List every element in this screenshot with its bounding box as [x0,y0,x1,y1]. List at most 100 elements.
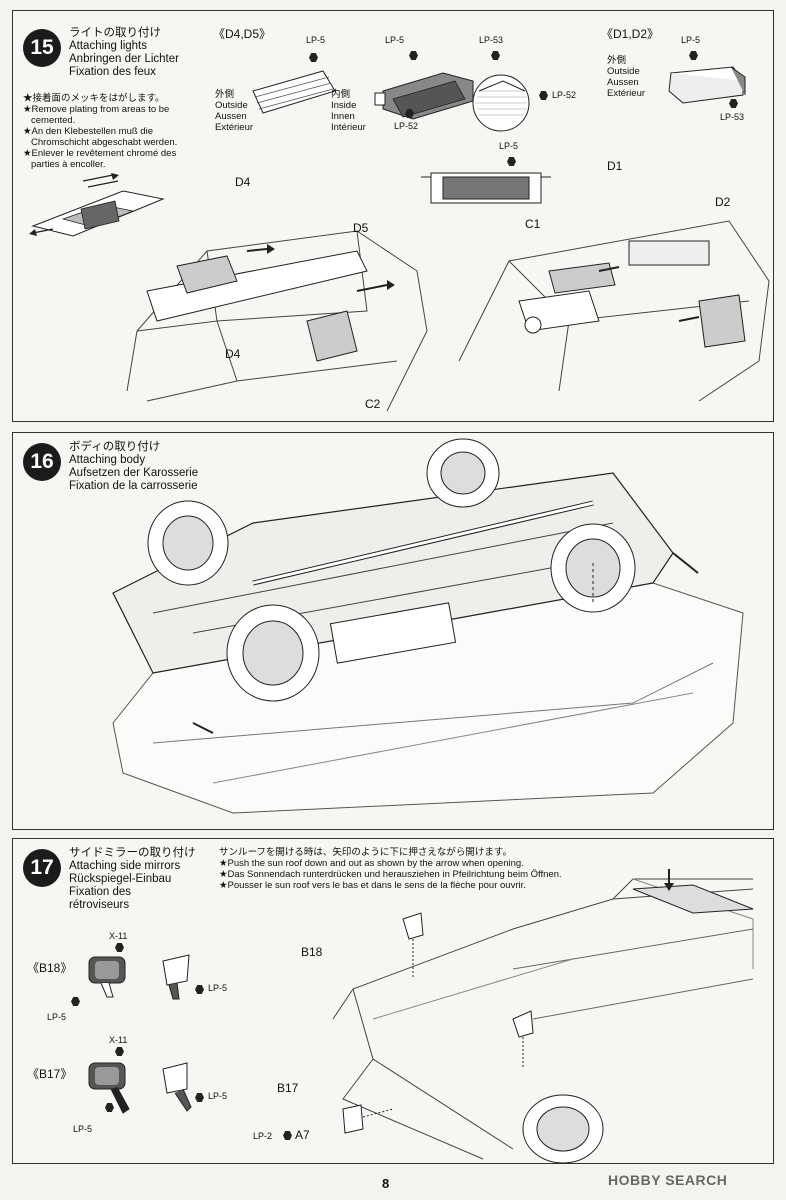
set-label-b17: 《B17》 [27,1067,73,1081]
paint-label-lp5: LP-5 [208,983,228,993]
outside-label-jp: 外側 [215,89,235,100]
paint-marker-icon [507,157,516,166]
paint-label-lp52: LP-52 [552,90,577,100]
paint-label-lp53: LP-53 [720,112,745,122]
mirror-b18-parts [83,951,213,1011]
scrape-plating-illustration [29,173,183,251]
paint-marker-icon [491,51,500,60]
paint-label-x11: X-11 [109,931,128,941]
note-line: Chromschicht abgeschabt werden. [31,137,178,148]
step-15-panel: 15 ライトの取り付け Attaching lights Anbringen d… [12,10,774,422]
step-16-title-de: Aufsetzen der Karosserie [69,467,199,479]
step-17-title-fr2: rétroviseurs [69,899,130,911]
note-line: ★Pousser le sun roof vers le bas et dans… [219,880,526,891]
step-16-title: ボディの取り付け Attaching body Aufsetzen der Ka… [69,441,198,493]
step-17-title-de: Rückspiegel-Einbau [69,873,172,885]
inside-label-fr: Intérieur [331,122,366,133]
step-17-number: 17 [23,849,61,887]
note-line: ★Das Sonnendach runterdrücken und heraus… [219,869,562,880]
outside-label-de: Aussen [215,111,247,122]
note-line: サンルーフを開ける時は、矢印のように下に押さえながら開けます。 [219,847,512,858]
note-line: ★Push the sun roof down and out as shown… [219,858,524,869]
part-label-d5: D5 [353,221,369,235]
part-label-d2: D2 [715,195,731,209]
paint-label-lp5: LP-5 [73,1124,93,1134]
step-16-title-jp: ボディの取り付け [69,441,161,453]
note-line: ★Enlever le revêtement chromé des [23,148,177,159]
paint-label-x11: X-11 [109,1035,128,1045]
outside-label-right: 外側 Outside Aussen Extérieur [607,55,645,99]
note-line: ★An den Klebestellen muß die [23,126,153,137]
step-17-title-jp: サイドミラーの取り付け [69,847,196,859]
paint-label-lp5: LP-5 [681,35,701,45]
step-15-title-en: Attaching lights [69,40,147,52]
step-16-panel: 16 ボディの取り付け Attaching body Aufsetzen der… [12,432,774,830]
paint-marker-icon [689,51,698,60]
paint-marker-icon [195,1093,204,1102]
paint-marker-icon [729,99,738,108]
outside-label: 外側 Outside Aussen Extérieur [215,89,253,133]
note-line: cemented. [31,115,76,126]
paint-marker-icon [539,91,548,100]
paint-label-lp5: LP-5 [499,141,519,151]
paint-marker-icon [105,1103,114,1112]
step-17-panel: 17 サイドミラーの取り付け Attaching side mirrors Rü… [12,838,774,1164]
rear-car-body-illustration [117,211,437,421]
set-label-d4-d5: 《D4,D5》 [213,27,272,41]
outside-label-de: Aussen [607,77,639,88]
part-label-c2: C2 [365,397,381,411]
step-15-title-jp: ライトの取り付け [69,27,161,39]
inside-label-de: Innen [331,111,355,122]
light-lens-parts [243,51,763,141]
part-label-d4-top: D4 [235,175,251,189]
page-number: 8 [382,1176,390,1191]
part-label-c1: C1 [525,217,541,231]
paint-label-lp5: LP-5 [385,35,405,45]
paint-label-lp5: LP-5 [47,1012,67,1022]
step-17-title-fr1: Fixation des [69,886,132,898]
paint-label-lp52: LP-52 [394,121,419,131]
note-line: parties à encoller. [31,159,106,170]
step-17-title-en: Attaching side mirrors [69,860,181,872]
note-line: ★接着面のメッキをはがします。 [23,93,165,104]
outside-label-en: Outside [607,66,640,77]
step-15-number: 15 [23,29,61,67]
step-15-title-de: Anbringen der Lichter [69,53,179,65]
part-label-d4: D4 [225,347,241,361]
step-16-number: 16 [23,443,61,481]
paint-marker-icon [115,943,124,952]
inside-label: 内側 Inside Innen Intérieur [331,89,366,133]
outside-label-jp: 外側 [607,55,627,66]
step-16-title-fr: Fixation de la carrosserie [69,480,198,492]
part-label-b18: B18 [301,945,323,959]
part-label-b17: B17 [277,1081,299,1095]
step-17-title: サイドミラーの取り付け Attaching side mirrors Rücks… [69,847,196,912]
inside-label-jp: 内側 [331,89,351,100]
paint-marker-icon [71,997,80,1006]
paint-marker-icon [405,109,414,118]
paint-label-lp2: LP-2 [253,1131,273,1141]
paint-label-lp5: LP-5 [208,1091,228,1101]
front-car-body-illustration [449,201,769,421]
inside-label-en: Inside [331,100,357,111]
step-15-title-fr: Fixation des feux [69,66,156,78]
paint-label-lp53: LP-53 [479,35,504,45]
paint-marker-icon [195,985,204,994]
car-front-mirrors-illustration [313,869,763,1159]
watermark-logo: HOBBY SEARCH [608,1172,728,1188]
part-label-d1: D1 [607,159,623,173]
set-label-b18: 《B18》 [27,961,73,975]
paint-marker-icon [409,51,418,60]
outside-label-en: Outside [215,100,248,111]
paint-marker-icon [283,1131,292,1140]
part-label-a7: A7 [295,1128,310,1142]
outside-label-fr: Extérieur [607,88,646,99]
note-line: ★Remove plating from areas to be [23,104,170,115]
mirror-b17-parts [83,1057,213,1127]
step-16-title-en: Attaching body [69,454,146,466]
set-label-d1-d2: 《D1,D2》 [601,27,660,41]
step-15-notes: ★接着面のメッキをはがします。 ★Remove plating from are… [23,93,177,170]
chassis-and-body-illustration [93,443,763,823]
paint-label-lp5: LP-5 [306,35,326,45]
step-15-title: ライトの取り付け Attaching lights Anbringen der … [69,27,179,79]
